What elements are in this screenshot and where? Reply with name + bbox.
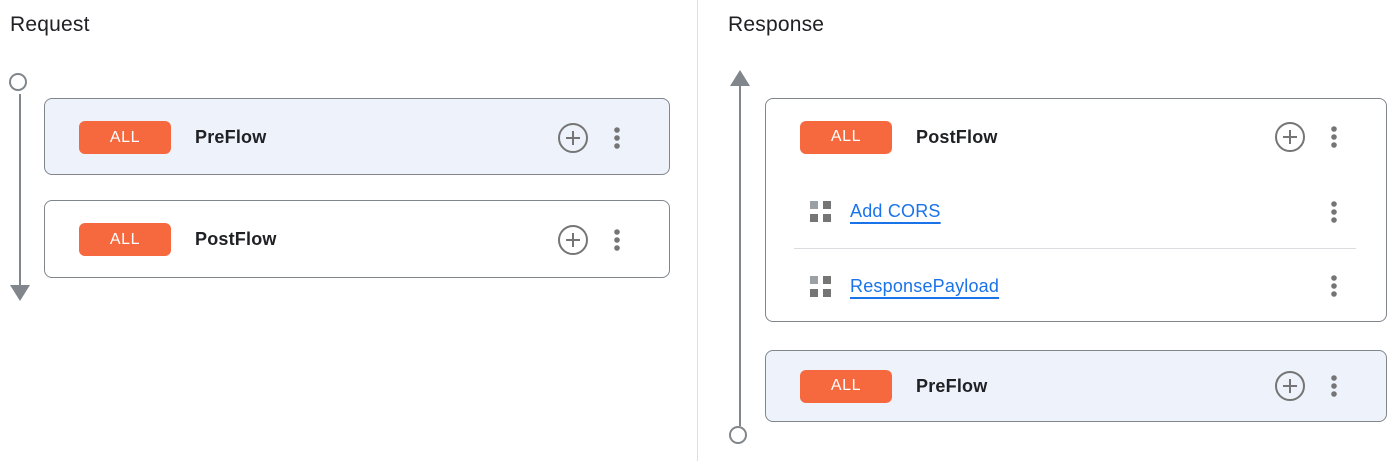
flow-card-response-preflow[interactable]: ALL PreFlow (765, 350, 1387, 422)
flow-menu-button[interactable] (605, 226, 629, 254)
flow-label: PostFlow (195, 229, 277, 249)
plus-circle-icon (558, 122, 588, 153)
kebab-menu-icon (1331, 200, 1337, 223)
response-timeline-end-circle (729, 426, 747, 444)
kebab-menu-icon (1331, 275, 1337, 297)
kebab-menu-icon (614, 126, 620, 149)
flow-menu-button[interactable] (605, 124, 629, 152)
flow-card-request-preflow[interactable]: ALL PreFlow (44, 98, 670, 175)
flow-header: ALL PostFlow (766, 99, 1386, 175)
policy-menu-button[interactable] (1322, 198, 1346, 226)
flow-label: PostFlow (916, 126, 998, 147)
kebab-menu-icon (1331, 126, 1337, 148)
request-panel-title: Request (10, 13, 90, 36)
add-policy-button[interactable] (1274, 370, 1306, 402)
kebab-menu-icon (614, 228, 620, 251)
flow-menu-button[interactable] (1322, 372, 1346, 400)
policy-row-responsepayload: ResponsePayload (766, 249, 1386, 323)
flow-header: ALL PreFlow (45, 99, 669, 176)
flow-label: PreFlow (195, 127, 267, 147)
response-timeline-line (739, 85, 741, 426)
add-policy-button[interactable] (557, 122, 589, 154)
plus-circle-icon (558, 224, 588, 255)
policy-link-add-cors[interactable]: Add CORS (850, 201, 941, 221)
arrow-down-icon (10, 285, 30, 301)
flow-card-response-postflow[interactable]: ALL PostFlow (765, 98, 1387, 322)
request-timeline-start-circle (9, 73, 27, 91)
flow-menu-button[interactable] (1322, 123, 1346, 151)
plus-circle-icon (1275, 122, 1305, 152)
condition-badge: ALL (800, 369, 892, 403)
policy-row-add-cors: Add CORS (766, 175, 1386, 248)
drag-handle-grid-icon[interactable] (809, 275, 832, 298)
add-policy-button[interactable] (1274, 121, 1306, 153)
add-policy-button[interactable] (557, 224, 589, 256)
response-panel-title: Response (728, 13, 825, 36)
plus-circle-icon (1275, 371, 1305, 401)
flow-card-request-postflow[interactable]: ALL PostFlow (44, 200, 670, 278)
condition-badge: ALL (79, 121, 171, 154)
kebab-menu-icon (1331, 375, 1337, 397)
flow-header: ALL PostFlow (45, 201, 669, 278)
policy-menu-button[interactable] (1322, 272, 1346, 300)
flow-label: PreFlow (916, 375, 988, 396)
drag-handle-grid-icon[interactable] (809, 200, 832, 223)
policy-link-responsepayload[interactable]: ResponsePayload (850, 275, 1000, 296)
flow-header: ALL PreFlow (766, 351, 1386, 421)
panel-divider (697, 0, 698, 461)
request-timeline-line (19, 94, 21, 285)
condition-badge: ALL (800, 120, 892, 154)
arrow-up-icon (730, 70, 750, 86)
condition-badge: ALL (79, 223, 171, 256)
policy-divider (794, 248, 1356, 249)
